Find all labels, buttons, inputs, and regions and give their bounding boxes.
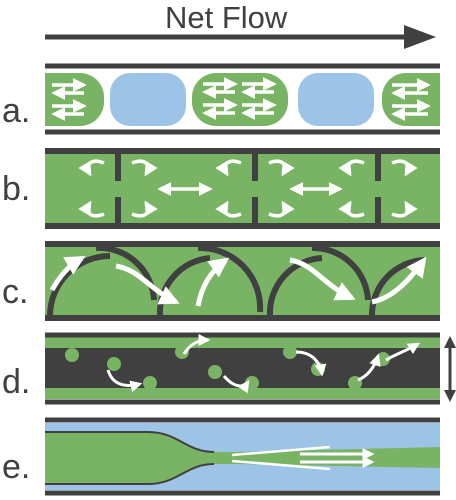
- liquid-slug: [192, 73, 288, 126]
- gas-bubble: [298, 73, 374, 126]
- baffles: [115, 152, 381, 226]
- row-label-e: e.: [2, 448, 31, 486]
- liquid-slug: [45, 73, 104, 126]
- row-label-d: d.: [2, 363, 31, 401]
- row-b-baffled-flow: [45, 148, 440, 229]
- row-c-curved-flow: [45, 241, 440, 321]
- row-label-b: b.: [2, 170, 31, 208]
- gas-bubble: [110, 73, 186, 126]
- agitation-arrow-icon: [444, 336, 456, 402]
- row-label-a: a.: [2, 92, 31, 130]
- curved-flow-arrows: [49, 255, 427, 307]
- row-a-segmented-flow: [45, 63, 440, 135]
- net-flow-title: Net Flow: [165, 0, 288, 35]
- row-e-flow-focusing: [45, 417, 440, 496]
- liquid-slug: [382, 73, 440, 126]
- vortex-arrows: [78, 159, 418, 218]
- stream-lines: [231, 445, 331, 471]
- row-d-agitated-flow: [45, 332, 456, 405]
- particle-path-arrows: [106, 334, 421, 394]
- recirculation-arrows: [51, 77, 431, 121]
- focused-stream: [45, 432, 440, 484]
- stream-arrows: [300, 448, 375, 468]
- row-label-c: c.: [2, 273, 29, 311]
- net-flow-arrow-icon: [45, 25, 436, 49]
